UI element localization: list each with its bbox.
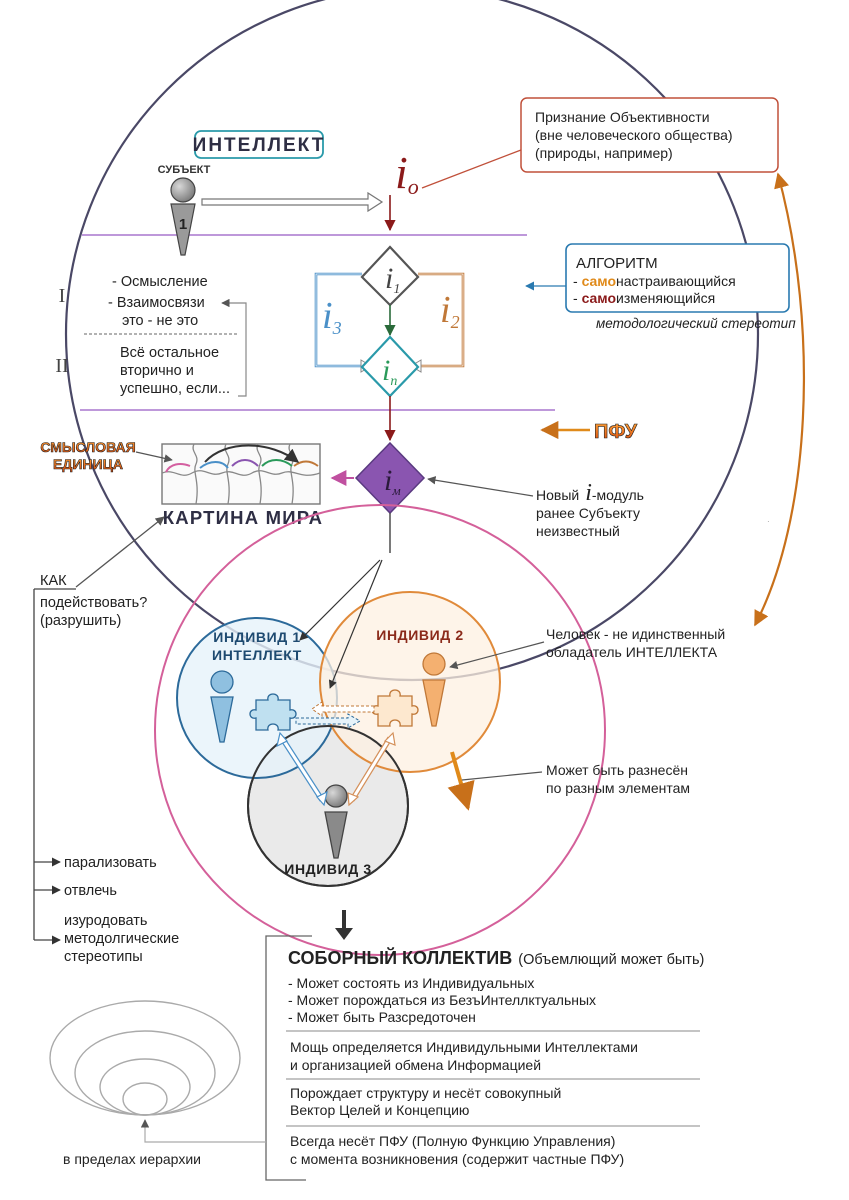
option-paralyze: парализовать — [64, 855, 157, 871]
individual-1-body-icon — [210, 696, 234, 743]
individual-2-circle — [319, 591, 501, 773]
svg-text:СМЫСЛОВАЯ: СМЫСЛОВАЯ — [40, 439, 135, 455]
distributed-line2: по разным элементам — [546, 780, 690, 796]
individual-2-head-icon — [422, 652, 446, 676]
collective-bullet-3: - Может быть Разсредоточен — [288, 1009, 476, 1025]
intellect-label-box — [194, 130, 324, 159]
new-module-line2: ранее Субъекту — [536, 505, 640, 521]
new-module-connector — [427, 476, 534, 497]
subject-head-icon — [170, 177, 196, 203]
world-picture-label: КАРТИНА МИРА — [163, 507, 323, 528]
individual-3-head-icon — [324, 784, 348, 808]
individual-2-body-icon — [422, 679, 446, 727]
note-relations: - Взаимосвязи — [108, 295, 205, 311]
note-this-not-this: это - не это — [122, 313, 198, 329]
exchange-arrow-right — [295, 713, 361, 729]
method-stereotype-label: методологический стереотип — [596, 316, 796, 331]
puzzle-piece-2-icon — [371, 689, 419, 727]
objectivity-callout — [520, 97, 779, 173]
note-secondary: вторично и — [120, 363, 194, 379]
collective-pfu-1: Всегда несёт ПФУ (Полную Функцию Управле… — [290, 1133, 615, 1149]
individual-1-label: ИНДИВИД 1 — [213, 629, 300, 645]
note-comprehension: - Осмысление — [112, 274, 208, 290]
notes-bracket — [221, 298, 247, 397]
attack-influence: подействовать? — [40, 595, 147, 611]
option-deform-line1: изуродовать — [64, 913, 148, 929]
human-line2: обладатель ИНТЕЛЛЕКТА — [546, 644, 718, 660]
collective-bullet-2: - Может порождаться из БезъИнтеллктуальн… — [288, 992, 596, 1008]
distribution-arrow — [447, 751, 475, 811]
world-picture-puzzle-icon — [161, 443, 321, 505]
collective-power-1: Мощь определяется Индивидульными Интелле… — [290, 1039, 638, 1055]
collective-bullet-1: - Может состоять из Индивидуальных — [288, 975, 534, 991]
hierarchy-ellipses-icon — [49, 1000, 241, 1116]
im-to-ind2-line — [328, 559, 383, 689]
in-symbol: in — [382, 354, 397, 389]
i1-symbol: i1 — [385, 262, 400, 297]
collective-power-2: и организацией обмена Информацией — [290, 1057, 541, 1073]
human-connector — [449, 641, 545, 670]
hierarchy-label: в пределах иерархии — [63, 1151, 201, 1167]
objectivity-line3: (природы, например) — [535, 145, 673, 161]
collective-pfu-2: с момента возникновения (содержит частны… — [290, 1151, 624, 1167]
i3-symbol: i3 — [322, 295, 342, 338]
collective-circle — [154, 504, 606, 956]
new-module-line3: неизвестный — [536, 523, 620, 539]
distributed-line1: Может быть разнесён — [546, 762, 688, 778]
collective-structure-2: Вектор Целей и Концепцию — [290, 1102, 469, 1118]
exchange-arrow-left — [311, 701, 375, 717]
meaning-unit-arrow — [135, 451, 173, 463]
note-everything-else: Всё остальное — [120, 345, 219, 361]
human-line1: Человек - не идинственный — [546, 626, 725, 642]
individual-3-body-icon — [324, 811, 348, 859]
attack-to-world-arrow — [75, 516, 165, 588]
hierarchy-arrow — [140, 1119, 266, 1143]
meaning-unit-badge: СМЫСЛОВАЯ ЕДИНИЦА — [40, 439, 136, 473]
collective-structure-1: Порождает структуру и несёт совокупный — [290, 1085, 561, 1101]
option-deform-line2: методолгические — [64, 931, 179, 947]
option-distract: отвлечь — [64, 883, 117, 899]
attack-how: КАК — [40, 573, 67, 589]
i-o-symbol: io — [395, 147, 419, 199]
distributed-connector — [461, 771, 543, 781]
intellect-label: ИНТЕЛЛЕКТ — [193, 135, 326, 156]
note-successful: успешно, если... — [120, 381, 230, 397]
attack-destroy: (разрушить) — [40, 613, 121, 629]
objectivity-line1: Признание Объективности — [535, 109, 710, 125]
algorithm-title: АЛГОРИТМ — [576, 255, 658, 272]
pfu-label: ПФУ — [594, 421, 638, 443]
individual-1-intellect: ИНТЕЛЛЕКТ — [212, 647, 302, 663]
subject-body-icon — [170, 203, 196, 256]
objectivity-line2: (вне человеческого общества) — [535, 127, 733, 143]
im-symbol: iм — [384, 464, 401, 498]
level-2-label: II — [55, 355, 68, 377]
algorithm-item1: - самонастраивающийся — [573, 273, 736, 289]
individual-1-head-icon — [210, 670, 234, 694]
puzzle-piece-1-icon — [249, 693, 297, 731]
objectivity-human-arrow — [754, 172, 806, 627]
subject-label: СУБЪЕКТ — [158, 164, 211, 176]
level-1-label: I — [59, 285, 66, 307]
option-deform-line3: стереотипы — [64, 949, 143, 965]
subject-to-io-arrow — [201, 191, 384, 213]
tiny-mark: · — [767, 517, 770, 526]
algorithm-item2: - самоизменяющийся — [573, 290, 715, 306]
collective-bracket — [265, 935, 312, 1181]
individual-3-label: ИНДИВИД 3 — [284, 861, 371, 877]
im-to-ind1-line — [299, 559, 381, 641]
i2-symbol: i2 — [440, 289, 460, 332]
objectivity-connector — [421, 149, 522, 189]
svg-text:ЕДИНИЦА: ЕДИНИЦА — [53, 456, 123, 472]
individual-2-label: ИНДИВИД 2 — [376, 627, 463, 643]
subject-number: 1 — [179, 216, 187, 233]
collective-title: СОБОРНЫЙ КОЛЛЕКТИВ(Объемлющий может быть… — [288, 947, 704, 968]
